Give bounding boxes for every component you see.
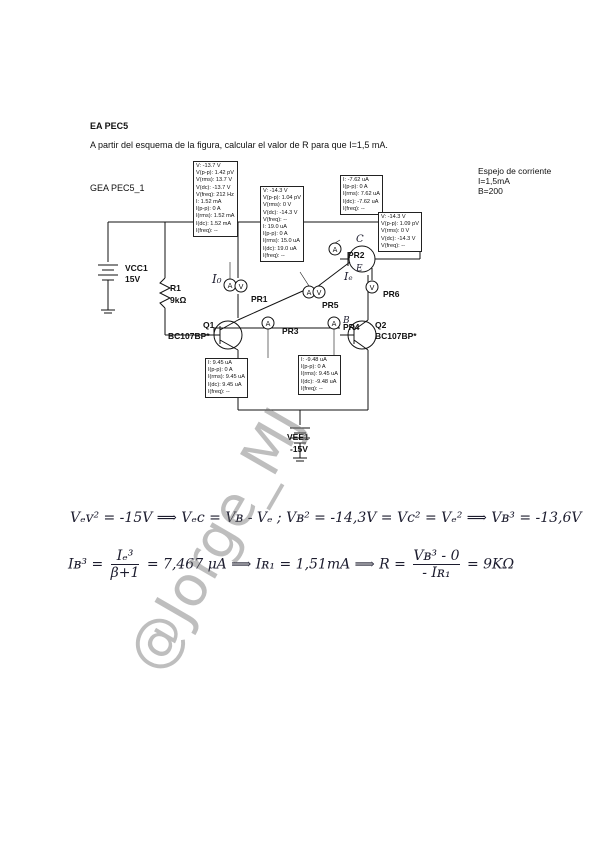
q2-label: Q2 (375, 320, 387, 330)
svg-text:A: A (333, 246, 338, 254)
handwritten-equation-line1: Vₑᴠ² = -15V ⟹ Vₑc = Vʙ - Vₑ ; Vʙ² = -14,… (70, 510, 582, 526)
fraction-numerator: Iₑ³ (110, 548, 140, 565)
probe-name-pr1: PR1 (251, 294, 268, 304)
vee-value: -15V (290, 444, 308, 454)
final-result: = 9KΩ (466, 556, 515, 573)
side-note-line: Espejo de corriente (478, 166, 552, 176)
side-note: Espejo de corriente I=1,5mA B=200 (478, 166, 551, 196)
middle-result: = 7,467 μA ⟹ Iʀ₁ = 1,51mA ⟹ R = (146, 556, 411, 573)
q1-label: Q1 (203, 320, 215, 330)
annotation-b: B (343, 316, 350, 326)
probe-name-pr2: PR2 (348, 250, 365, 260)
r1-label: R1 (170, 283, 181, 293)
side-note-line: I=1,5mA (478, 176, 510, 186)
svg-text:A: A (266, 320, 271, 328)
probe-name-pr3: PR3 (282, 326, 299, 336)
annotation-i0: I₀ (212, 272, 222, 286)
q2-model: BC107BP* (375, 331, 417, 341)
svg-text:V: V (317, 289, 322, 297)
fraction-denominator: β+1 (110, 565, 140, 581)
svg-text:A: A (228, 282, 233, 290)
vcc-value: 15V (125, 274, 141, 284)
exercise-statement: A partir del esquema de la figura, calcu… (90, 140, 388, 150)
svg-text:A: A (332, 320, 337, 328)
probe-name-pr4: PR4 (343, 322, 360, 332)
svg-text:A: A (307, 289, 312, 297)
handwritten-equation-line2: Iʙ³ = Iₑ³ β+1 = 7,467 μA ⟹ Iʀ₁ = 1,51mA … (68, 548, 514, 581)
probe-readout-pr2: I: -7.62 uA I(p-p): 0 A I(rms): 7.62 uA … (340, 175, 383, 216)
fraction-numerator: Vʙ³ - 0 (413, 548, 460, 565)
annotation-e: E (356, 264, 363, 274)
fraction-r: Vʙ³ - 0 - Iʀ₁ (413, 548, 460, 581)
fraction-ie-beta: Iₑ³ β+1 (110, 548, 140, 581)
fraction-denominator: - Iʀ₁ (422, 565, 451, 581)
probe-readout-pr3: I: 9.45 uA I(p-p): 0 A I(rms): 9.45 uA I… (205, 358, 248, 399)
lhs-ib: Iʙ³ = (68, 556, 104, 573)
svg-text:V: V (239, 283, 244, 291)
probe-readout-pr5: V: -14.3 V V(p-p): 1.04 pV V(rms): 0 V V… (260, 186, 304, 263)
annotation-ie: Iₑ (344, 270, 353, 283)
circuit-name: GEA PEC5_1 (90, 183, 145, 193)
q1-model: BC107BP* (168, 331, 210, 341)
vee-label: VEE1 (287, 432, 309, 442)
probe-name-pr5: PR5 (322, 300, 339, 310)
probe-readout-pr1: V: -13.7 V V(p-p): 1.42 pV V(rms): 13.7 … (193, 161, 238, 238)
side-note-line: B=200 (478, 186, 503, 196)
voltmeter-pr6-icon (365, 280, 379, 294)
voltmeter-pr1-icon (234, 279, 248, 293)
probe-name-pr6: PR6 (383, 289, 400, 299)
probe-readout-pr6: V: -14.3 V V(p-p): 1.09 pV V(rms): 0 V V… (378, 212, 422, 253)
svg-text:V: V (370, 284, 375, 292)
annotation-c: C (356, 234, 364, 245)
probe-readout-pr4: I: -9.48 uA I(p-p): 0 A I(rms): 9.45 uA … (298, 355, 341, 396)
exercise-title: EA PEC5 (90, 121, 129, 131)
vcc-label: VCC1 (125, 263, 148, 273)
voltmeter-pr5-icon (312, 285, 326, 299)
r1-value: 9kΩ (170, 295, 187, 305)
